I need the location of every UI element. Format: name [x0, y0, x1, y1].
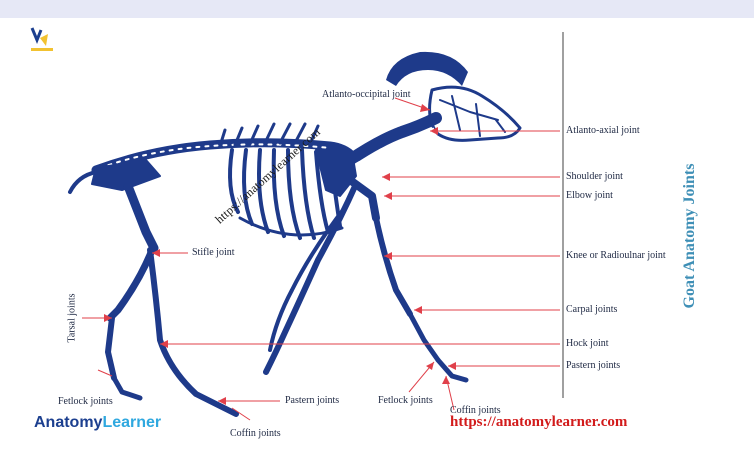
- label-knee: Knee or Radioulnar joint: [566, 250, 666, 262]
- label-hock: Hock joint: [566, 338, 609, 350]
- label-fetlock-hind: Fetlock joints: [58, 396, 113, 408]
- brand-part1: Anatomy: [34, 414, 102, 431]
- label-atlanto-occipital: Atlanto-occipital joint: [322, 89, 411, 101]
- label-elbow: Elbow joint: [566, 190, 613, 202]
- label-pastern-front: Pastern joints: [566, 360, 620, 372]
- femur: [128, 186, 154, 248]
- neck: [350, 118, 436, 160]
- label-pastern-hind: Pastern joints: [285, 395, 339, 407]
- hind-cannon: [108, 318, 114, 378]
- brand-wordmark: AnatomyLearner: [34, 414, 161, 432]
- front-hoof: [438, 360, 466, 380]
- hind-tibia: [110, 250, 152, 318]
- radius: [376, 218, 410, 314]
- label-stifle: Stifle joint: [192, 247, 235, 259]
- label-coffin-hind: Coffin joints: [230, 428, 281, 440]
- goat-skeleton: [70, 52, 520, 414]
- hind-hoof: [114, 378, 140, 398]
- site-url[interactable]: https://anatomylearner.com: [450, 414, 627, 431]
- front-cannon: [410, 314, 438, 360]
- diagram-title: Goat Anatomy Joints: [681, 164, 699, 309]
- scapula: [316, 150, 356, 196]
- label-atlanto-axial: Atlanto-axial joint: [566, 125, 640, 137]
- label-fetlock-front: Fetlock joints: [378, 395, 433, 407]
- label-tarsal: Tarsal joints: [67, 293, 78, 342]
- horn: [386, 52, 468, 86]
- brand-part2: Learner: [102, 414, 161, 431]
- label-shoulder: Shoulder joint: [566, 171, 623, 183]
- label-carpal: Carpal joints: [566, 304, 617, 316]
